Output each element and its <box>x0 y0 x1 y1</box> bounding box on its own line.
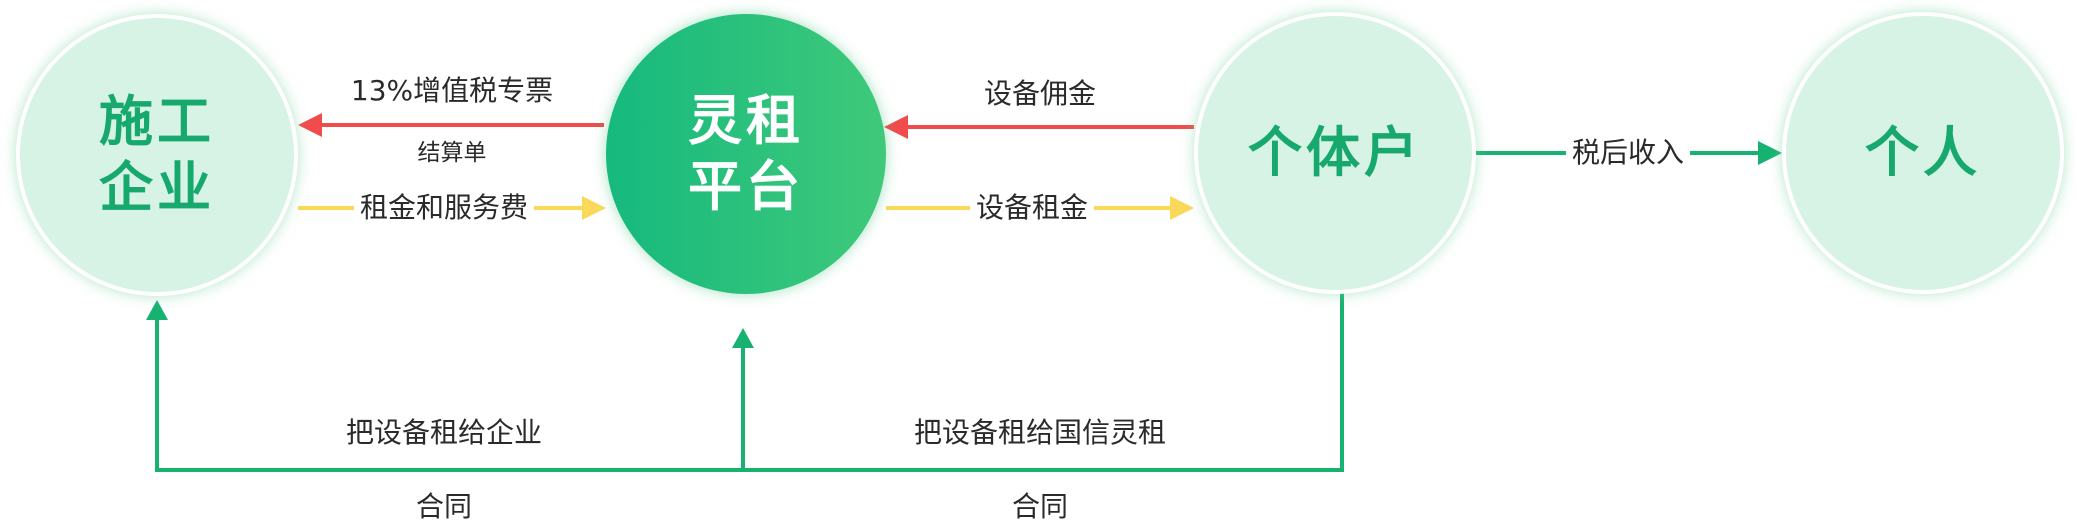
lease-to-enterprise-label: 把设备租给企业 <box>345 416 543 450</box>
household-label: 个体户 <box>1248 121 1422 184</box>
construction-enterprise-node: 施工 企业 <box>16 14 298 296</box>
contract-left-arrowhead <box>146 300 168 320</box>
rent-fee-arrowhead <box>582 196 606 220</box>
vat-invoice-arrowhead <box>298 113 322 137</box>
platform-label: 灵租 平台 <box>688 89 804 218</box>
construction-enterprise-label: 施工 企业 <box>99 90 215 219</box>
commission-label: 设备佣金 <box>983 77 1097 111</box>
settlement-label: 结算单 <box>417 140 487 167</box>
rent-fee-label: 租金和服务费 <box>353 191 535 225</box>
after-tax-arrowhead <box>1758 141 1782 165</box>
vat-invoice-label: 13%增值税专票 <box>350 74 554 108</box>
platform-node: 灵租 平台 <box>606 14 886 294</box>
contract-right-label: 合同 <box>1011 490 1069 524</box>
equipment-rent-label: 设备租金 <box>969 191 1095 225</box>
after-tax-income-label: 税后收入 <box>1565 136 1691 170</box>
contract-loop-line <box>155 292 1344 472</box>
contract-center-arrowhead <box>732 328 754 348</box>
household-node: 个体户 <box>1194 12 1476 294</box>
individual-node: 个人 <box>1782 12 2064 294</box>
contract-left-label: 合同 <box>415 490 473 524</box>
lease-to-platform-label: 把设备租给国信灵租 <box>913 416 1167 450</box>
equipment-rent-arrowhead <box>1170 196 1194 220</box>
commission-arrowhead <box>884 115 908 139</box>
individual-label: 个人 <box>1865 121 1981 184</box>
